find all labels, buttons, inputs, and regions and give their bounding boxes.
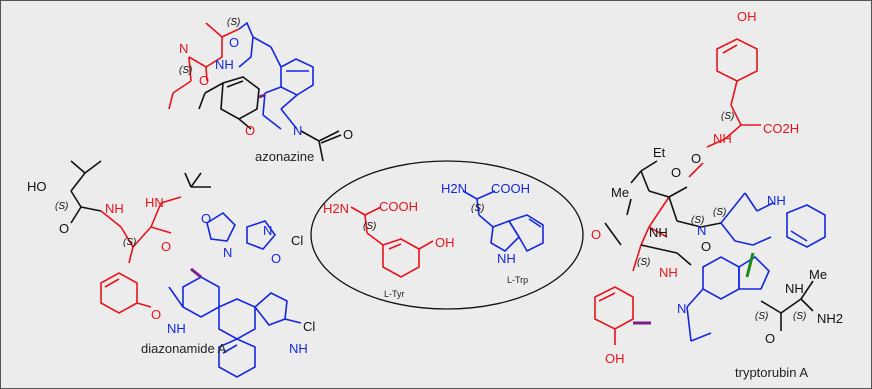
diazonamide-nh-1: NH <box>105 201 124 216</box>
trp-h2n: H2N <box>441 181 467 196</box>
trp-nh: NH <box>497 251 516 266</box>
tryptorubin-o-2: O <box>671 165 681 180</box>
tryptorubin-o-4: O <box>701 239 711 254</box>
azonazine-o-acetyl: O <box>343 127 353 142</box>
tryptorubin-o-1: O <box>691 151 701 166</box>
tryptorubin-oh-top: OH <box>737 9 757 24</box>
tryptorubin-nh-4: NH <box>659 265 678 280</box>
azonazine-stereo-1: (S) <box>227 17 240 28</box>
tyr-h2n: H2N <box>323 201 349 216</box>
trp-structure <box>462 190 544 253</box>
azonazine-n-methyl: N <box>179 41 188 56</box>
tryptorubin-stereo-3: (S) <box>713 207 726 218</box>
amino-acids-group: H2N COOH OH (S) L-Tyr H2N COOH NH (S) L-… <box>310 160 584 310</box>
azonazine-nh: NH <box>215 57 234 72</box>
diazonamide-cl-2: Cl <box>303 319 315 334</box>
trp-label: L-Trp <box>507 275 528 285</box>
diazonamide-label: diazonamide A <box>141 341 227 356</box>
diazonamide-o-oxazole-2: O <box>271 251 281 266</box>
diazonamide-n-oxazole-1: N <box>223 245 232 260</box>
tyr-label: L-Tyr <box>384 289 405 299</box>
diazonamide-nh-2: NH <box>167 321 186 336</box>
tryptorubin-stereo-6: (S) <box>793 311 806 322</box>
trp-stereo: (S) <box>471 203 484 214</box>
tryptorubin-o-5: O <box>765 331 775 346</box>
azonazine-o-top: O <box>229 35 239 50</box>
tryptorubin-stereo-4: (S) <box>637 257 650 268</box>
tryptorubin-co2h: CO2H <box>763 121 799 136</box>
diazonamide-hn: HN <box>145 195 164 210</box>
azonazine-stereo-2: (S) <box>179 65 192 76</box>
tyr-structure <box>350 206 434 278</box>
tryptorubin-nh-3: NH <box>649 225 668 240</box>
tryptorubin-structure: OH CO2H NH O O Et Me N NH NH O NH O N NH… <box>591 9 843 380</box>
tryptorubin-nh-1: NH <box>713 131 732 146</box>
diazonamide-n-oxazole-2: N <box>263 223 272 238</box>
diazonamide-stereo-2: (S) <box>123 237 136 248</box>
tryptorubin-oh-bottom: OH <box>605 351 625 366</box>
tryptorubin-nh-5: NH <box>785 281 804 296</box>
azonazine-label: azonazine <box>255 149 314 164</box>
tyr-oh: OH <box>435 235 455 250</box>
azonazine-structure: N O NH O O N O (S) (S) azonazine <box>168 17 353 164</box>
tryptorubin-label: tryptorubin A <box>735 365 808 380</box>
azonazine-o-ring: O <box>245 123 255 138</box>
tryptorubin-stereo-1: (S) <box>721 111 734 122</box>
tryptorubin-n-1: N <box>697 223 706 238</box>
diazonamide-o-oxazole-1: O <box>201 211 211 226</box>
diazonamide-stereo-1: (S) <box>55 201 68 212</box>
tyr-cooh: COOH <box>379 199 418 214</box>
trp-cooh: COOH <box>491 181 530 196</box>
tryptorubin-o-3: O <box>591 227 601 242</box>
tyr-stereo: (S) <box>363 221 376 232</box>
tryptorubin-me-2: Me <box>809 267 827 282</box>
tryptorubin-et: Et <box>653 145 666 160</box>
diazonamide-o-ring: O <box>151 307 161 322</box>
tryptorubin-nh2: NH2 <box>817 311 843 326</box>
azonazine-o-red: O <box>199 73 209 88</box>
diazonamide-structure: HO O NH HN O O N N O Cl Cl NH O NH (S) (… <box>27 160 315 378</box>
azonazine-n-indoline: N <box>293 123 302 138</box>
diazonamide-cl-1: Cl <box>291 233 303 248</box>
diazonamide-ho: HO <box>27 179 47 194</box>
tryptorubin-stereo-5: (S) <box>755 311 768 322</box>
diazonamide-o-1: O <box>59 221 69 236</box>
tryptorubin-me-1: Me <box>611 185 629 200</box>
tryptorubin-stereo-2: (S) <box>691 215 704 226</box>
amino-acid-ellipse <box>310 160 584 310</box>
diazonamide-o-2: O <box>161 239 171 254</box>
tryptorubin-nh-2: NH <box>767 193 786 208</box>
tryptorubin-n-indole: N <box>677 301 686 316</box>
diazonamide-nh-indole: NH <box>289 341 308 356</box>
